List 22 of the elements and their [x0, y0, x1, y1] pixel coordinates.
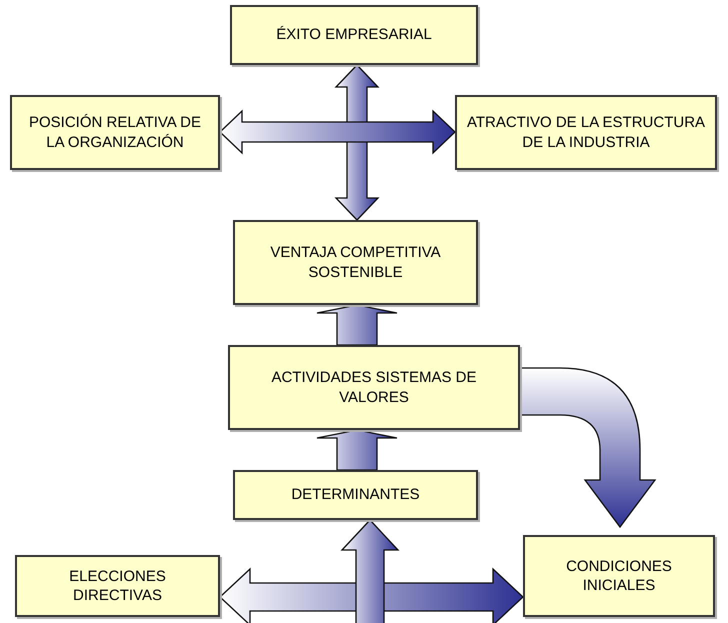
process-box	[233, 220, 478, 305]
process-box	[230, 5, 478, 65]
block-arrow	[219, 109, 456, 155]
process-box	[10, 95, 220, 170]
box-label: ACTIVIDADES SISTEMAS DE VALORES	[270, 368, 478, 407]
box-label: ÉXITO EMPRESARIAL	[276, 25, 432, 45]
block-arrow	[340, 519, 400, 623]
box-label: ATRACTIVO DE LA ESTRUCTURA DE LA INDUSTRIA	[466, 113, 706, 152]
box-label: ELECCIONES DIRECTIVAS	[68, 566, 167, 606]
block-arrow	[316, 304, 398, 346]
box-label: VENTAJA COMPETITIVA SOSTENIBLE	[269, 243, 442, 282]
process-box	[233, 470, 478, 520]
box-label: CONDICIONES INICIALES	[565, 556, 673, 596]
process-box	[455, 95, 717, 170]
box-label: POSICIÓN RELATIVA DE LA ORGANIZACIÓN	[28, 113, 202, 152]
block-arrow	[219, 568, 524, 623]
block-arrow	[519, 367, 656, 528]
process-box	[15, 555, 220, 617]
block-arrow	[316, 429, 398, 471]
box-label: DETERMINANTES	[291, 485, 420, 505]
process-box	[228, 345, 520, 430]
process-box	[523, 535, 715, 617]
